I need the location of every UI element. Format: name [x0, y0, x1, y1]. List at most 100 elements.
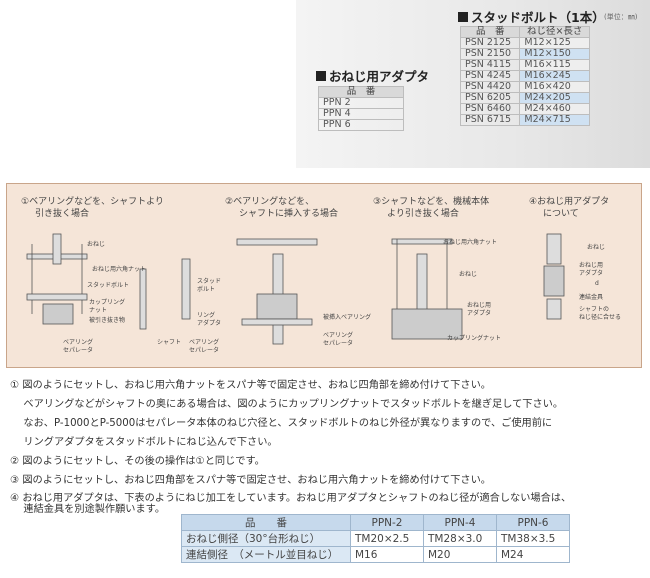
label: セパレータ [63, 347, 94, 354]
d2-bolt2 [181, 258, 191, 320]
label: ねじ径に合せる [579, 314, 622, 321]
note-line: ① 図のようにセットし、おねじ用六角ナットをスパナ等で固定させ、おねじ四角部を締… [10, 380, 491, 391]
caption-line: ③シャフトなどを、機械本体 [373, 197, 490, 207]
caption-line: シャフトに挿入する場合 [239, 209, 339, 219]
label: スタッド [197, 278, 222, 285]
part-cell: PSN 6715 [459, 114, 521, 126]
d4-screw [546, 233, 562, 265]
part-cell: PSN 2125 [459, 37, 521, 49]
label: アダプタ [467, 310, 492, 317]
caption-line: ①ベアリングなどを、シャフトより [21, 197, 164, 207]
part-cell: PPN 2 [318, 97, 404, 109]
label: ナット [89, 307, 108, 314]
label: アダプタ [197, 320, 222, 327]
label: おねじ [587, 244, 606, 251]
row-header: おねじ側径（30°台形ねじ） [181, 530, 351, 547]
col-size: ねじ径×長さ [519, 26, 590, 38]
caption-line: について [543, 209, 579, 219]
part-cell: PSN 4245 [459, 70, 521, 82]
header-cell: PPN-2 [350, 514, 424, 531]
label: ボルト [197, 286, 216, 293]
size-cell: M24×205 [519, 92, 590, 104]
size-cell: M24×460 [519, 103, 590, 115]
d2-separator [241, 318, 313, 326]
note-line: ④ おねじ用アダプタは、下表のようにねじ加工をしています。おねじ用アダプタとシャ… [10, 493, 572, 504]
note-line: ベアリングなどがシャフトの奥にある場合は、図のようにカップリングナットでスタッド… [10, 399, 564, 410]
label: シャフト [157, 339, 182, 346]
size-cell: M24×715 [519, 114, 590, 126]
col-part: 品 番 [459, 26, 521, 38]
heading-square-icon [316, 70, 326, 81]
part-cell: PSN 6205 [459, 92, 521, 104]
label: おねじ [87, 241, 106, 248]
part-cell: PPN 6 [318, 119, 404, 131]
label: ベアリング [63, 339, 94, 346]
d2-bolt [139, 268, 147, 330]
note-line: なお、P-1000とP-5000はセパレータ本体のねじ穴径と、スタッドボルトのね… [10, 418, 553, 429]
table-row: PPN 2 [318, 97, 404, 109]
d2-top-bar [236, 238, 318, 246]
part-cell: PPN 4 [318, 108, 404, 120]
row-header: 連結側径 （メートル並目ねじ） [181, 546, 351, 563]
table-cell: TM28×3.0 [423, 530, 497, 547]
caption-line: より引き抜く場合 [387, 209, 459, 219]
d4-adapter [543, 265, 565, 297]
unit-label: (単位：㎜) [604, 13, 638, 21]
label: カップリング [89, 299, 126, 306]
label: シャフトの [579, 306, 610, 313]
table-cell: TM38×3.5 [496, 530, 570, 547]
d2-bearing [256, 293, 298, 320]
d1-separator [26, 293, 88, 301]
size-cell: M16×245 [519, 70, 590, 82]
label: おねじ用六角ナット [92, 266, 147, 273]
label: カップリングナット [447, 335, 502, 342]
table-cell: TM20×2.5 [350, 530, 424, 547]
diagram-4-caption: ④おねじ用アダプタ について [529, 196, 609, 220]
label: 被挿入ベアリング [323, 314, 372, 321]
size-cell: M12×125 [519, 37, 590, 49]
label: リング [197, 312, 216, 319]
table-row: PPN 6 [318, 119, 404, 131]
adapter-heading: おねじ用アダプタ [316, 66, 429, 85]
d1-bearing [42, 303, 74, 325]
label: アダプタ [579, 270, 604, 277]
col-part: 品 番 [318, 86, 404, 98]
table-cell: M16 [350, 546, 424, 563]
part-cell: PSN 4115 [459, 59, 521, 71]
header-cell: PPN-6 [496, 514, 570, 531]
size-cell: M16×115 [519, 59, 590, 71]
diagram-drawings [26, 233, 565, 345]
stud-bolt-heading: スタッドボルト（1本） [458, 7, 605, 26]
table-cell: M24 [496, 546, 570, 563]
label: スタッドボルト [87, 282, 130, 289]
part-cell: PSN 4420 [459, 81, 521, 93]
d1-screw [52, 233, 62, 265]
table-cell: M20 [423, 546, 497, 563]
part-cell: PSN 2150 [459, 48, 521, 60]
d3-top-bar [391, 238, 453, 245]
diagram-2-caption: ②ベアリングなどを、 シャフトに挿入する場合 [225, 196, 338, 220]
label: d [595, 280, 599, 287]
header-cell: 品 番 [181, 514, 351, 531]
size-cell: M12×150 [519, 48, 590, 60]
note-line: ③ 図のようにセットし、おねじ四角部をスパナ等で固定させ、おねじ用六角ナットを締… [10, 475, 491, 486]
d4-connector [546, 298, 562, 320]
adapter-title: おねじ用アダプタ [329, 69, 430, 84]
part-cell: PSN 6460 [459, 103, 521, 115]
label: おねじ用 [467, 302, 492, 309]
size-cell: M16×420 [519, 81, 590, 93]
d3-shaft [416, 253, 428, 315]
header-cell: PPN-4 [423, 514, 497, 531]
d3-machine [391, 308, 463, 340]
heading-square-icon [458, 11, 468, 22]
label: ベアリング [189, 339, 220, 346]
thread-table: 品 番 PPN-2 PPN-4 PPN-6 おねじ側径（30°台形ねじ） TM2… [181, 514, 570, 563]
label: 被引き抜き物 [89, 317, 126, 324]
table-row: PPN 4 [318, 108, 404, 120]
